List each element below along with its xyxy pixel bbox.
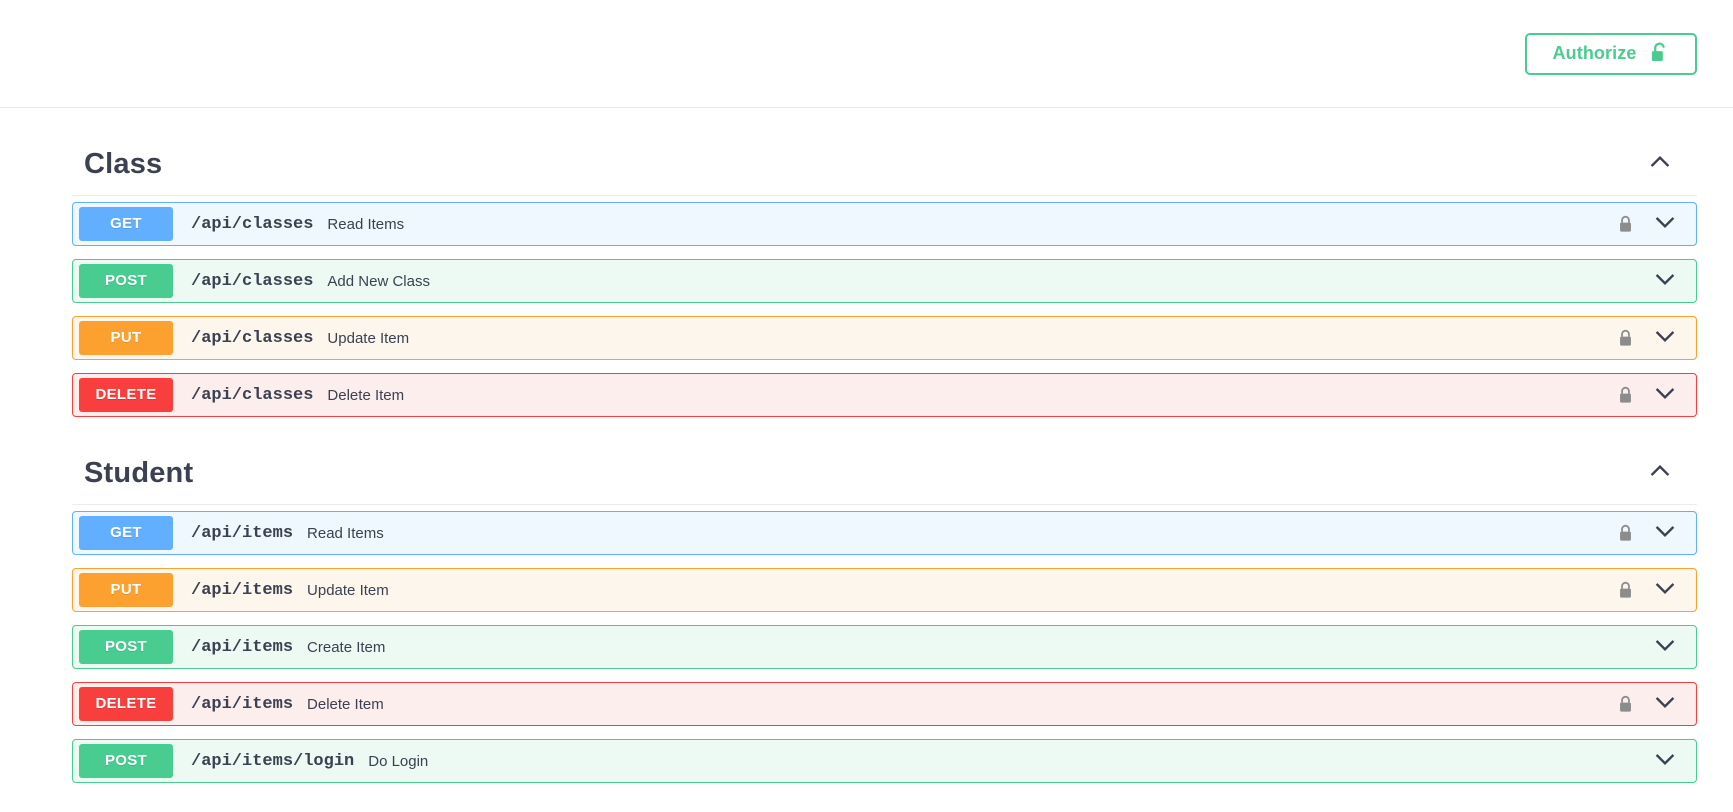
operation-summary: Do Login [368,752,429,770]
operation-summary: Delete Item [327,386,405,404]
operation-icons [1616,746,1678,777]
top-bar: Authorize [0,0,1733,108]
operation-row[interactable]: GET/api/classes Read Items [72,202,1697,246]
chevron-down-icon[interactable] [1652,209,1678,240]
chevron-down-icon[interactable] [1652,575,1678,606]
operation-path: /api/classes [191,214,314,234]
http-method-badge: PUT [79,573,173,607]
operation-icons [1616,380,1678,411]
operation-icons [1616,632,1678,663]
http-method-badge: GET [79,207,173,241]
operation-path: /api/classes [191,328,314,348]
operation-row[interactable]: GET/api/items Read Items [72,511,1697,555]
chevron-down-icon[interactable] [1652,266,1678,297]
operation-row[interactable]: DELETE/api/items Delete Item [72,682,1697,726]
lock-closed-icon[interactable] [1616,524,1634,542]
operation-icons [1616,323,1678,354]
http-method-badge: DELETE [79,378,173,412]
lock-closed-icon[interactable] [1616,695,1634,713]
operation-row[interactable]: POST/api/items Create Item [72,625,1697,669]
operation-path: /api/classes [191,271,314,291]
chevron-down-icon[interactable] [1652,689,1678,720]
operation-path: /api/items/login [191,751,355,771]
operation-icons [1616,689,1678,720]
http-method-badge: POST [79,744,173,778]
lock-open-icon [1650,42,1669,66]
chevron-down-icon[interactable] [1652,632,1678,663]
operation-path: /api/items [191,637,294,657]
operation-row[interactable]: POST/api/items/login Do Login [72,739,1697,783]
operation-icons [1616,518,1678,549]
tag-section-title: Class [84,148,163,180]
operation-row[interactable]: PUT/api/classes Update Item [72,316,1697,360]
tag-section-title: Student [84,457,194,489]
operation-row[interactable]: PUT/api/items Update Item [72,568,1697,612]
chevron-down-icon[interactable] [1652,380,1678,411]
http-method-badge: POST [79,264,173,298]
lock-closed-icon[interactable] [1616,329,1634,347]
operation-row[interactable]: DELETE/api/classes Delete Item [72,373,1697,417]
operation-path: /api/items [191,580,294,600]
operation-summary: Read Items [327,215,405,233]
lock-closed-icon[interactable] [1616,581,1634,599]
operation-summary: Read Items [307,524,384,542]
chevron-down-icon[interactable] [1652,746,1678,777]
operation-summary: Add New Class [327,272,430,290]
operation-summary: Create Item [307,638,386,656]
lock-closed-icon[interactable] [1616,386,1634,404]
operation-summary: Update Item [327,329,410,347]
tag-section-header[interactable]: Class [72,124,1697,196]
chevron-up-icon[interactable] [1647,458,1673,489]
operation-icons [1616,575,1678,606]
operation-path: /api/items [191,694,294,714]
http-method-badge: GET [79,516,173,550]
lock-closed-icon[interactable] [1616,215,1634,233]
operation-row[interactable]: POST/api/classes Add New Class [72,259,1697,303]
operation-summary: Delete Item [307,695,384,713]
chevron-down-icon[interactable] [1652,323,1678,354]
authorize-button-label: Authorize [1552,43,1637,63]
operation-summary: Update Item [307,581,389,599]
http-method-badge: POST [79,630,173,664]
tag-section-header[interactable]: Student [72,433,1697,505]
operation-icons [1616,209,1678,240]
operation-path: /api/items [191,523,294,543]
operation-path: /api/classes [191,385,314,405]
http-method-badge: DELETE [79,687,173,721]
http-method-badge: PUT [79,321,173,355]
chevron-up-icon[interactable] [1647,149,1673,180]
authorize-button[interactable]: Authorize [1525,32,1697,75]
operation-icons [1616,266,1678,297]
chevron-down-icon[interactable] [1652,518,1678,549]
